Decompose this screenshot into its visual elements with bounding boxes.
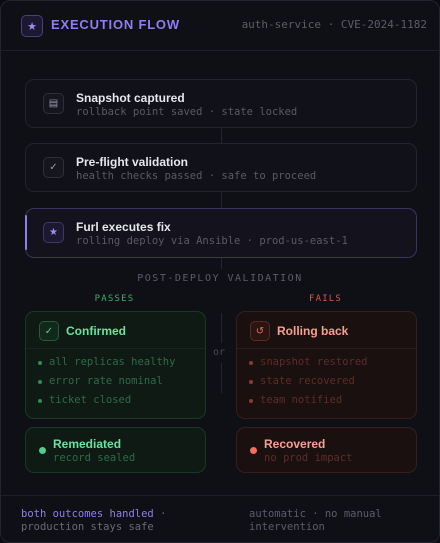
outcome-subtitle: record sealed <box>53 452 136 464</box>
check-icon: ✓ <box>43 157 64 178</box>
list-item-text: state recovered <box>260 375 355 387</box>
check-icon: ✓ <box>39 321 59 341</box>
outcome-title: Remediated <box>53 437 122 451</box>
footer-note: automatic · no manual intervention <box>249 508 382 533</box>
card-header: ↺ Rolling back <box>237 312 416 349</box>
list-item-text: error rate nominal <box>49 375 163 387</box>
footer-summary: both outcomes handled · production stays… <box>21 508 231 534</box>
star-icon: ★ <box>43 222 64 243</box>
list-item-text: snapshot restored <box>260 356 368 368</box>
step-snapshot[interactable]: ▤ Snapshot captured rollback point saved… <box>25 79 417 128</box>
service-cve-meta: auth-service · CVE-2024-1182 <box>241 18 427 31</box>
card-header: ✓ Confirmed <box>26 312 205 349</box>
step-subtitle: rolling deploy via Ansible · prod-us-eas… <box>76 235 348 247</box>
list-item-text: ticket closed <box>49 394 132 406</box>
outcome-remediated[interactable]: Remediated record sealed <box>25 427 206 473</box>
footer-rest: · production stays safe <box>21 508 167 533</box>
fails-label: FAILS <box>308 294 343 304</box>
list-item-text: team notified <box>260 394 343 406</box>
card-title: Confirmed <box>66 324 126 338</box>
connector-line <box>221 363 222 393</box>
step-subtitle: health checks passed · safe to proceed <box>76 170 317 182</box>
active-indicator <box>25 215 27 250</box>
validation-label: POST-DEPLOY VALIDATION <box>137 273 303 284</box>
outcome-recovered[interactable]: Recovered no prod impact <box>236 427 417 473</box>
passes-card[interactable]: ✓ Confirmed all replicas healthy error r… <box>25 311 206 419</box>
star-icon: ★ <box>21 15 43 37</box>
list-item-text: all replicas healthy <box>49 356 176 368</box>
passes-label: PASSES <box>94 294 135 304</box>
step-title: Snapshot captured <box>76 91 185 105</box>
footer-highlight: both outcomes handled <box>21 508 154 520</box>
outcome-title: Recovered <box>264 437 326 451</box>
step-preflight[interactable]: ✓ Pre-flight validation health checks pa… <box>25 143 417 192</box>
outcome-subtitle: no prod impact <box>264 452 353 464</box>
status-dot <box>250 447 257 454</box>
step-execute-fix[interactable]: ★ Furl executes fix rolling deploy via A… <box>25 208 417 258</box>
connector-line <box>221 127 222 143</box>
connector-line <box>221 313 222 343</box>
status-dot <box>39 447 46 454</box>
step-title: Furl executes fix <box>76 220 171 234</box>
step-title: Pre-flight validation <box>76 155 189 169</box>
panel-header: ★ EXECUTION FLOW auth-service · CVE-2024… <box>1 1 439 51</box>
rollback-icon: ↺ <box>250 321 270 341</box>
panel-title: EXECUTION FLOW <box>51 17 180 32</box>
fails-card[interactable]: ↺ Rolling back snapshot restored state r… <box>236 311 417 419</box>
connector-line <box>221 191 222 208</box>
connector-line <box>221 257 222 269</box>
document-icon: ▤ <box>43 93 64 114</box>
or-separator: or <box>213 347 226 358</box>
step-subtitle: rollback point saved · state locked <box>76 106 298 118</box>
card-title: Rolling back <box>277 324 349 338</box>
panel-footer: both outcomes handled · production stays… <box>1 495 439 542</box>
